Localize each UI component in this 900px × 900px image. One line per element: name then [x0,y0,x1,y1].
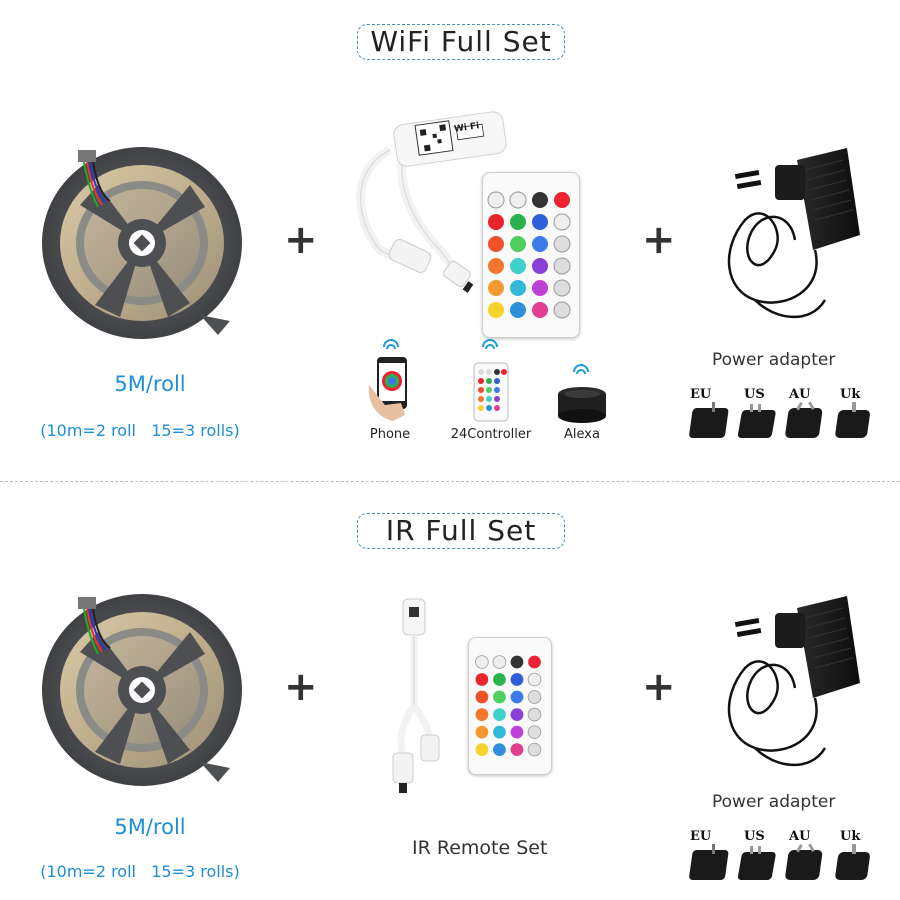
power-adapter-icon [727,596,860,767]
wifi-plug-au-label: AU [789,387,811,402]
plug-types-icon [689,401,870,438]
option-controller-label: 24Controller [450,427,532,442]
ir-remote-buttons [475,655,542,757]
ir-plug-au-label: AU [789,829,811,844]
ir-remote-set-label: IR Remote Set [412,837,548,859]
ir-plus-sign-1: + [284,664,318,710]
ir-roll-length: 5M/roll [114,815,186,839]
plug-types-icon [689,843,870,880]
ir-plus-sign-2: + [642,664,676,710]
remote-icon [473,339,509,422]
phone-icon [368,339,407,421]
wifi-plus-sign-1: + [284,217,318,263]
wifi-adapter-label: Power adapter [712,350,836,370]
wifi-plus-sign-2: + [642,217,676,263]
ir-plug-eu-label: EU [690,829,712,844]
wifi-plug-us-label: US [744,387,765,402]
option-alexa-label: Alexa [564,427,600,442]
ir-receiver-icon [392,598,440,793]
wifi-section-title: WiFi Full Set [357,24,565,60]
alexa-speaker-icon [558,364,606,423]
wifi-plug-eu-label: EU [690,387,712,402]
led-strip-reel-icon [42,594,242,786]
section-divider [0,481,900,482]
wifi-plug-uk-label: Uk [840,387,861,402]
power-adapter-icon [727,148,860,319]
led-strip-reel-icon [42,147,242,339]
ir-roll-note: (10m=2 roll 15=3 rolls) [40,862,240,881]
ir-section-title: IR Full Set [357,513,565,549]
wifi-roll-note: (10m=2 roll 15=3 rolls) [40,421,240,440]
wifi-remote-buttons [487,191,571,319]
option-phone-label: Phone [369,427,411,442]
wifi-controller-icon [356,111,507,293]
ir-adapter-label: Power adapter [712,792,836,812]
ir-plug-uk-label: Uk [840,829,861,844]
wifi-roll-length: 5M/roll [114,372,186,396]
ir-plug-us-label: US [744,829,765,844]
